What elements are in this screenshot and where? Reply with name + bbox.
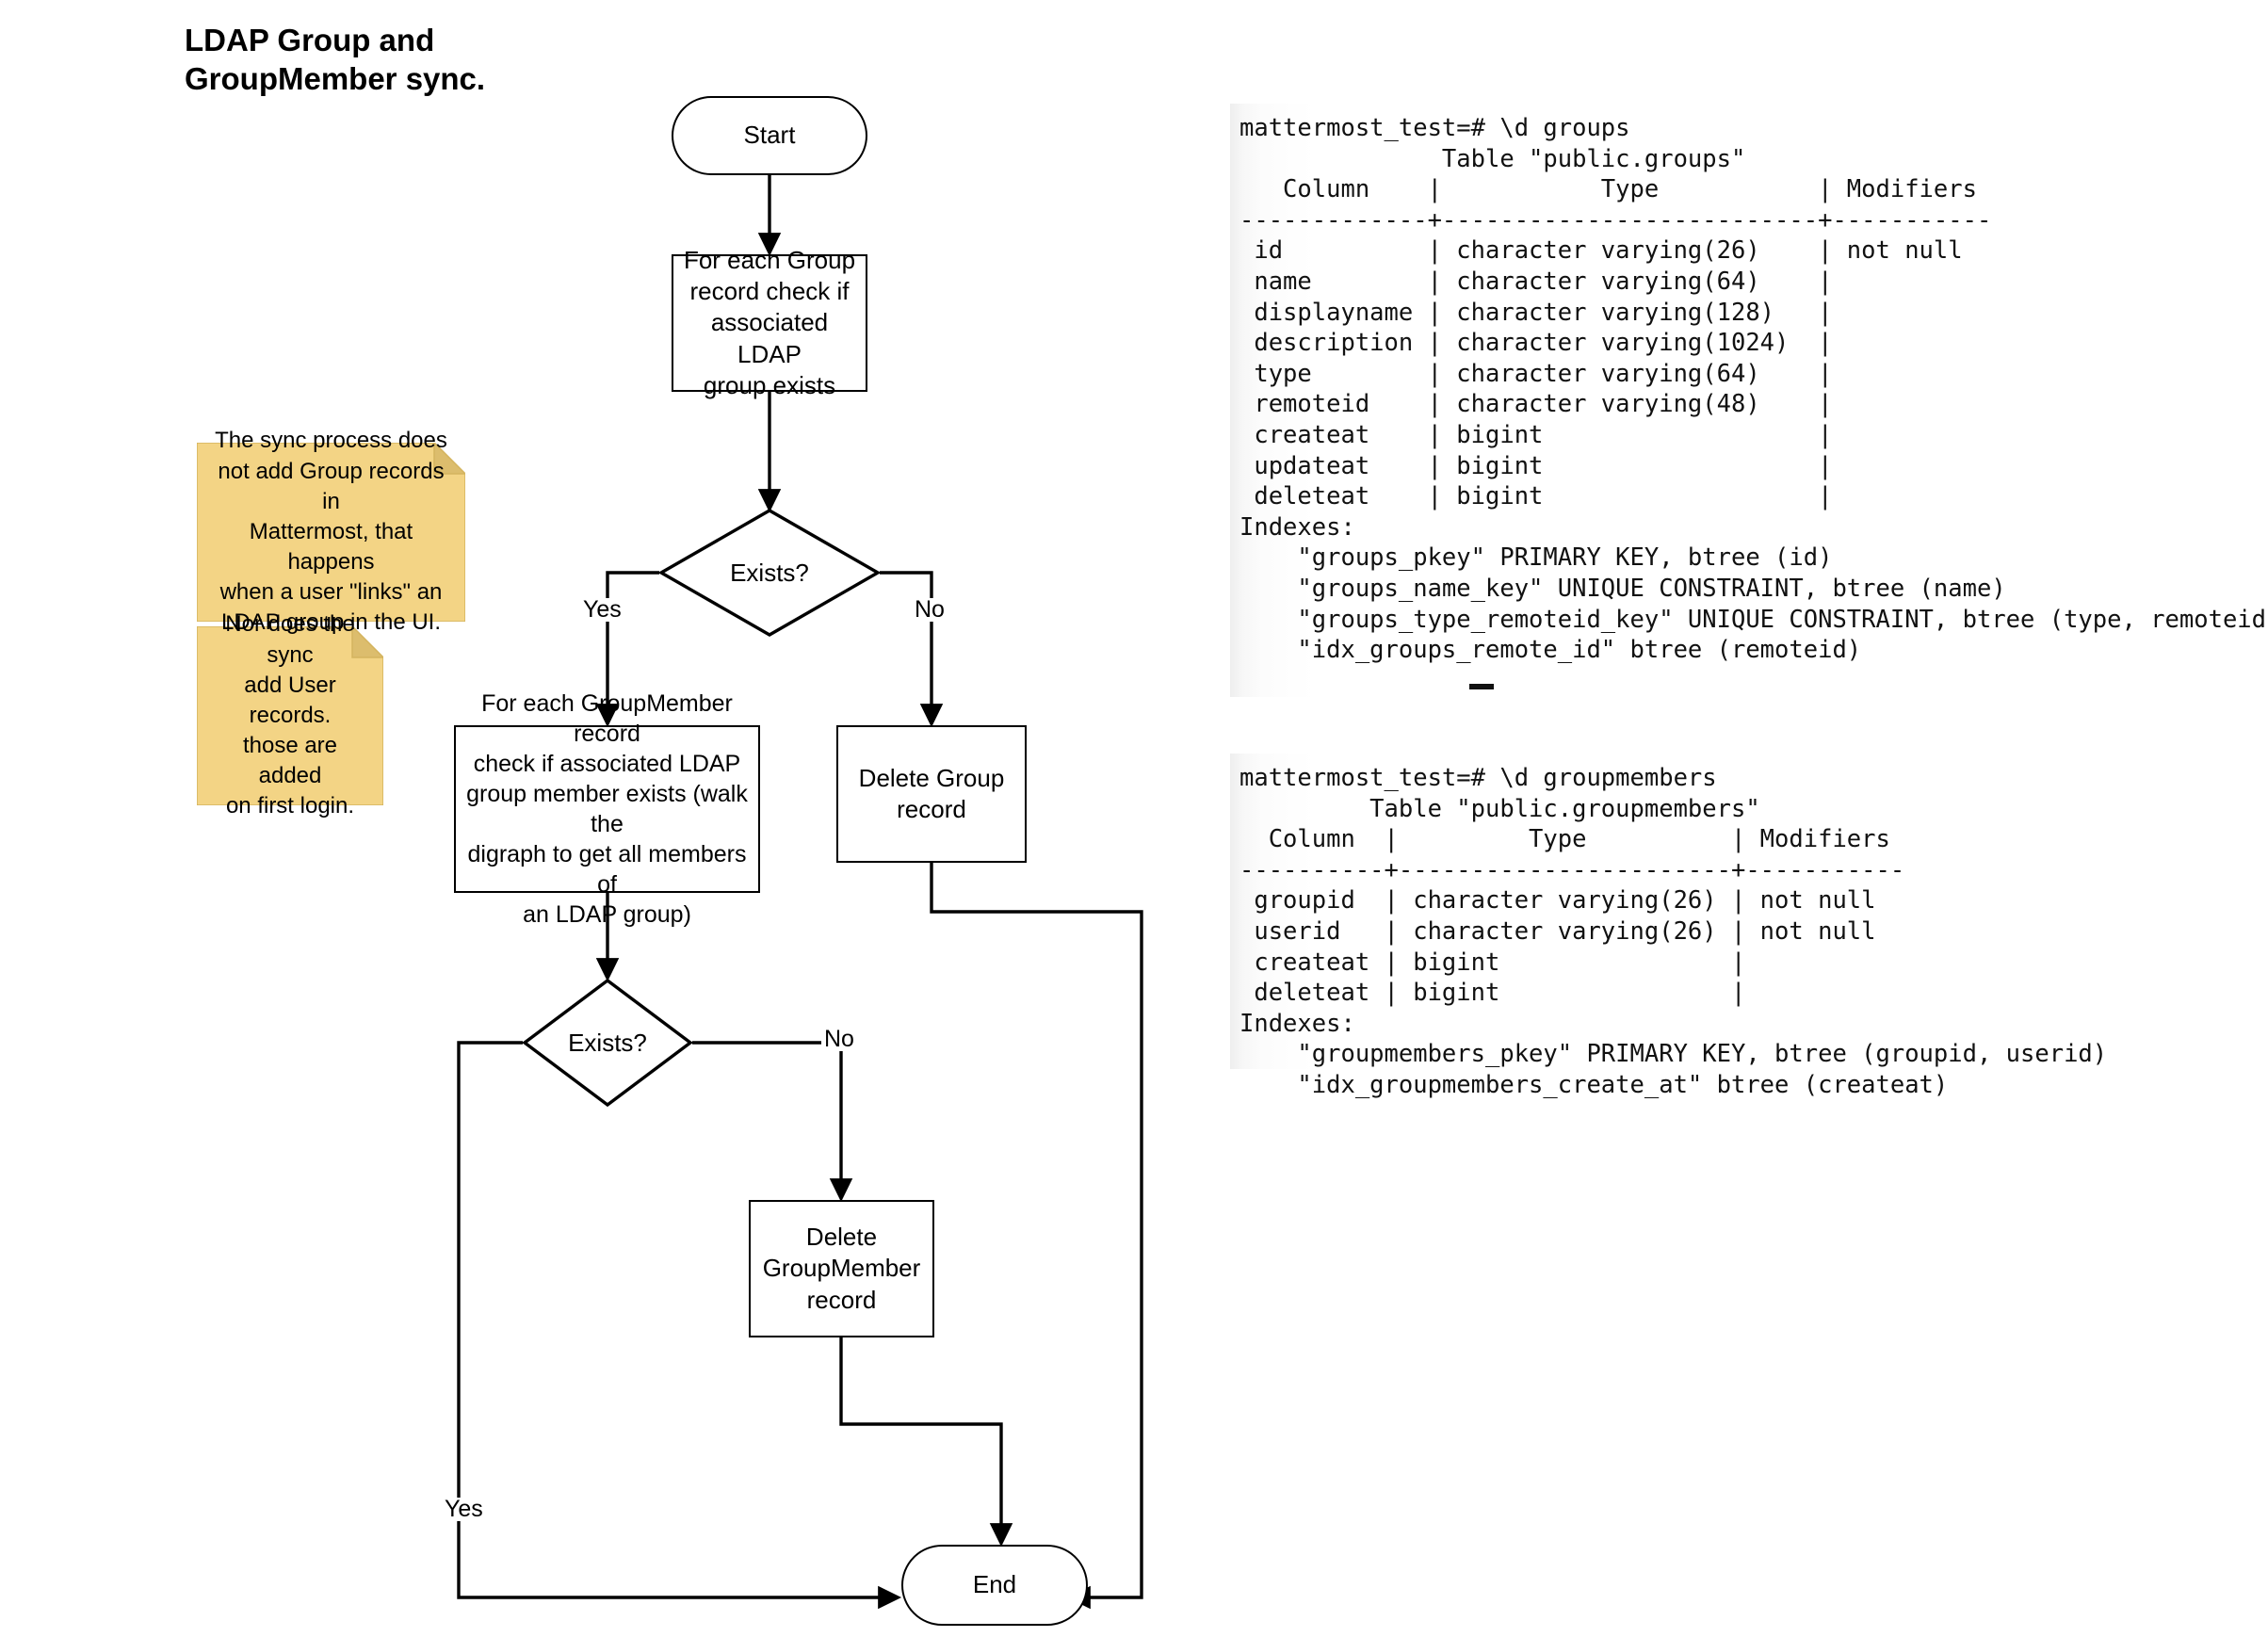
- terminal-line: deleteat | bigint |: [1239, 979, 1746, 1008]
- wire-exists1-yes: [595, 571, 659, 728]
- terminal-output-groupmembers: mattermost_test=# \d groupmembers Table …: [1230, 754, 2108, 1099]
- terminal-line: "groups_type_remoteid_key" UNIQUE CONSTR…: [1239, 605, 2268, 634]
- flow-node-start[interactable]: Start: [672, 96, 867, 175]
- terminal-line: groupid | character varying(26) | not nu…: [1239, 886, 1876, 916]
- flow-node-exists-1[interactable]: Exists?: [657, 509, 882, 637]
- flow-node-delete-group[interactable]: Delete Group record: [836, 725, 1027, 863]
- flow-node-delete-member-label: Delete GroupMember record: [762, 1223, 921, 1314]
- terminal-line: "idx_groupmembers_create_at" btree (crea…: [1239, 1070, 1949, 1099]
- flow-node-end[interactable]: End: [901, 1545, 1088, 1626]
- flow-node-exists-2-label: Exists?: [568, 1028, 647, 1057]
- flow-node-delete-group-label: Delete Group record: [858, 763, 1005, 823]
- wire-exists2-no: [692, 1041, 853, 1203]
- terminal-line: name | character varying(64) |: [1239, 267, 1833, 296]
- sticky-note-user-records: Nor does the sync add User records. thos…: [197, 611, 383, 818]
- flow-node-delete-member[interactable]: Delete GroupMember record: [749, 1200, 934, 1337]
- wire-exists2-yes-to-end: [457, 1041, 902, 1610]
- terminal-line: Column | Type | Modifiers: [1239, 175, 1977, 204]
- sticky-note-group-records: The sync process does not add Group reco…: [197, 428, 465, 635]
- terminal-line: -------------+--------------------------…: [1239, 205, 1992, 235]
- terminal-line: userid | character varying(26) | not nul…: [1239, 916, 1876, 946]
- terminal-line: mattermost_test=# \d groups: [1239, 114, 1630, 142]
- edge-label-yes-1: Yes: [580, 598, 624, 622]
- terminal-line: mattermost_test=# \d groupmembers: [1239, 764, 1717, 792]
- terminal-line: Column | Type | Modifiers: [1239, 825, 1890, 854]
- flow-node-start-label: Start: [743, 121, 796, 150]
- terminal-line: updateat | bigint |: [1239, 451, 1833, 480]
- terminal-line: createat | bigint |: [1239, 948, 1746, 977]
- wire-delete-group-to-end: [930, 863, 1143, 1610]
- flow-node-check-group-label: For each Group record check if associate…: [683, 245, 856, 399]
- terminal-line: "groups_pkey" PRIMARY KEY, btree (id): [1239, 543, 1833, 573]
- flow-node-exists-1-label: Exists?: [730, 558, 809, 587]
- terminal-line: displayname | character varying(128) |: [1239, 298, 1833, 327]
- terminal-line: remoteid | character varying(48) |: [1239, 390, 1833, 419]
- sticky-note-shape: [197, 626, 383, 805]
- sticky-note-user-records-text: Nor does the sync add User records. thos…: [225, 611, 355, 819]
- terminal-line: id | character varying(26) | not null: [1239, 236, 1963, 266]
- terminal-line: deleteat | bigint |: [1239, 482, 1833, 511]
- sticky-note-group-records-text: The sync process does not add Group reco…: [215, 428, 447, 636]
- edge-label-no-2: No: [821, 1028, 857, 1051]
- edge-label-no-1: No: [912, 598, 948, 622]
- terminal-line: "idx_groups_remote_id" btree (remoteid): [1239, 636, 1862, 665]
- flow-node-check-member-label: For each GroupMember record check if ass…: [466, 690, 748, 928]
- flow-node-check-group[interactable]: For each Group record check if associate…: [672, 246, 867, 399]
- terminal-line: createat | bigint |: [1239, 420, 1833, 449]
- terminal-line: Indexes:: [1239, 512, 1355, 542]
- terminal-line: "groups_name_key" UNIQUE CONSTRAINT, btr…: [1239, 574, 2006, 603]
- terminal-line: type | character varying(64) |: [1239, 359, 1833, 388]
- flow-node-end-label: End: [972, 1570, 1017, 1599]
- terminal-line: "groupmembers_pkey" PRIMARY KEY, btree (…: [1239, 1040, 2108, 1069]
- terminal-line: Table "public.groups": [1239, 144, 1746, 173]
- wire-delete-member-to-end: [839, 1337, 1013, 1548]
- terminal-output-groups: mattermost_test=# \d groups Table "publi…: [1230, 104, 2268, 697]
- edge-label-yes-2: Yes: [442, 1498, 486, 1521]
- terminal-cursor-dash: [1469, 684, 1494, 689]
- wire-exists1-no: [880, 571, 944, 728]
- terminal-line: description | character varying(1024) |: [1239, 329, 1833, 358]
- terminal-line: ----------+-----------------------+-----…: [1239, 855, 1905, 884]
- terminal-line: Table "public.groupmembers": [1239, 794, 1760, 823]
- flow-node-check-member[interactable]: For each GroupMember record check if ass…: [454, 690, 760, 928]
- page-title: LDAP Group and GroupMember sync.: [185, 23, 486, 97]
- terminal-line: Indexes:: [1239, 1009, 1355, 1038]
- sticky-note-shape: [197, 443, 465, 622]
- flow-node-exists-2[interactable]: Exists?: [522, 978, 693, 1108]
